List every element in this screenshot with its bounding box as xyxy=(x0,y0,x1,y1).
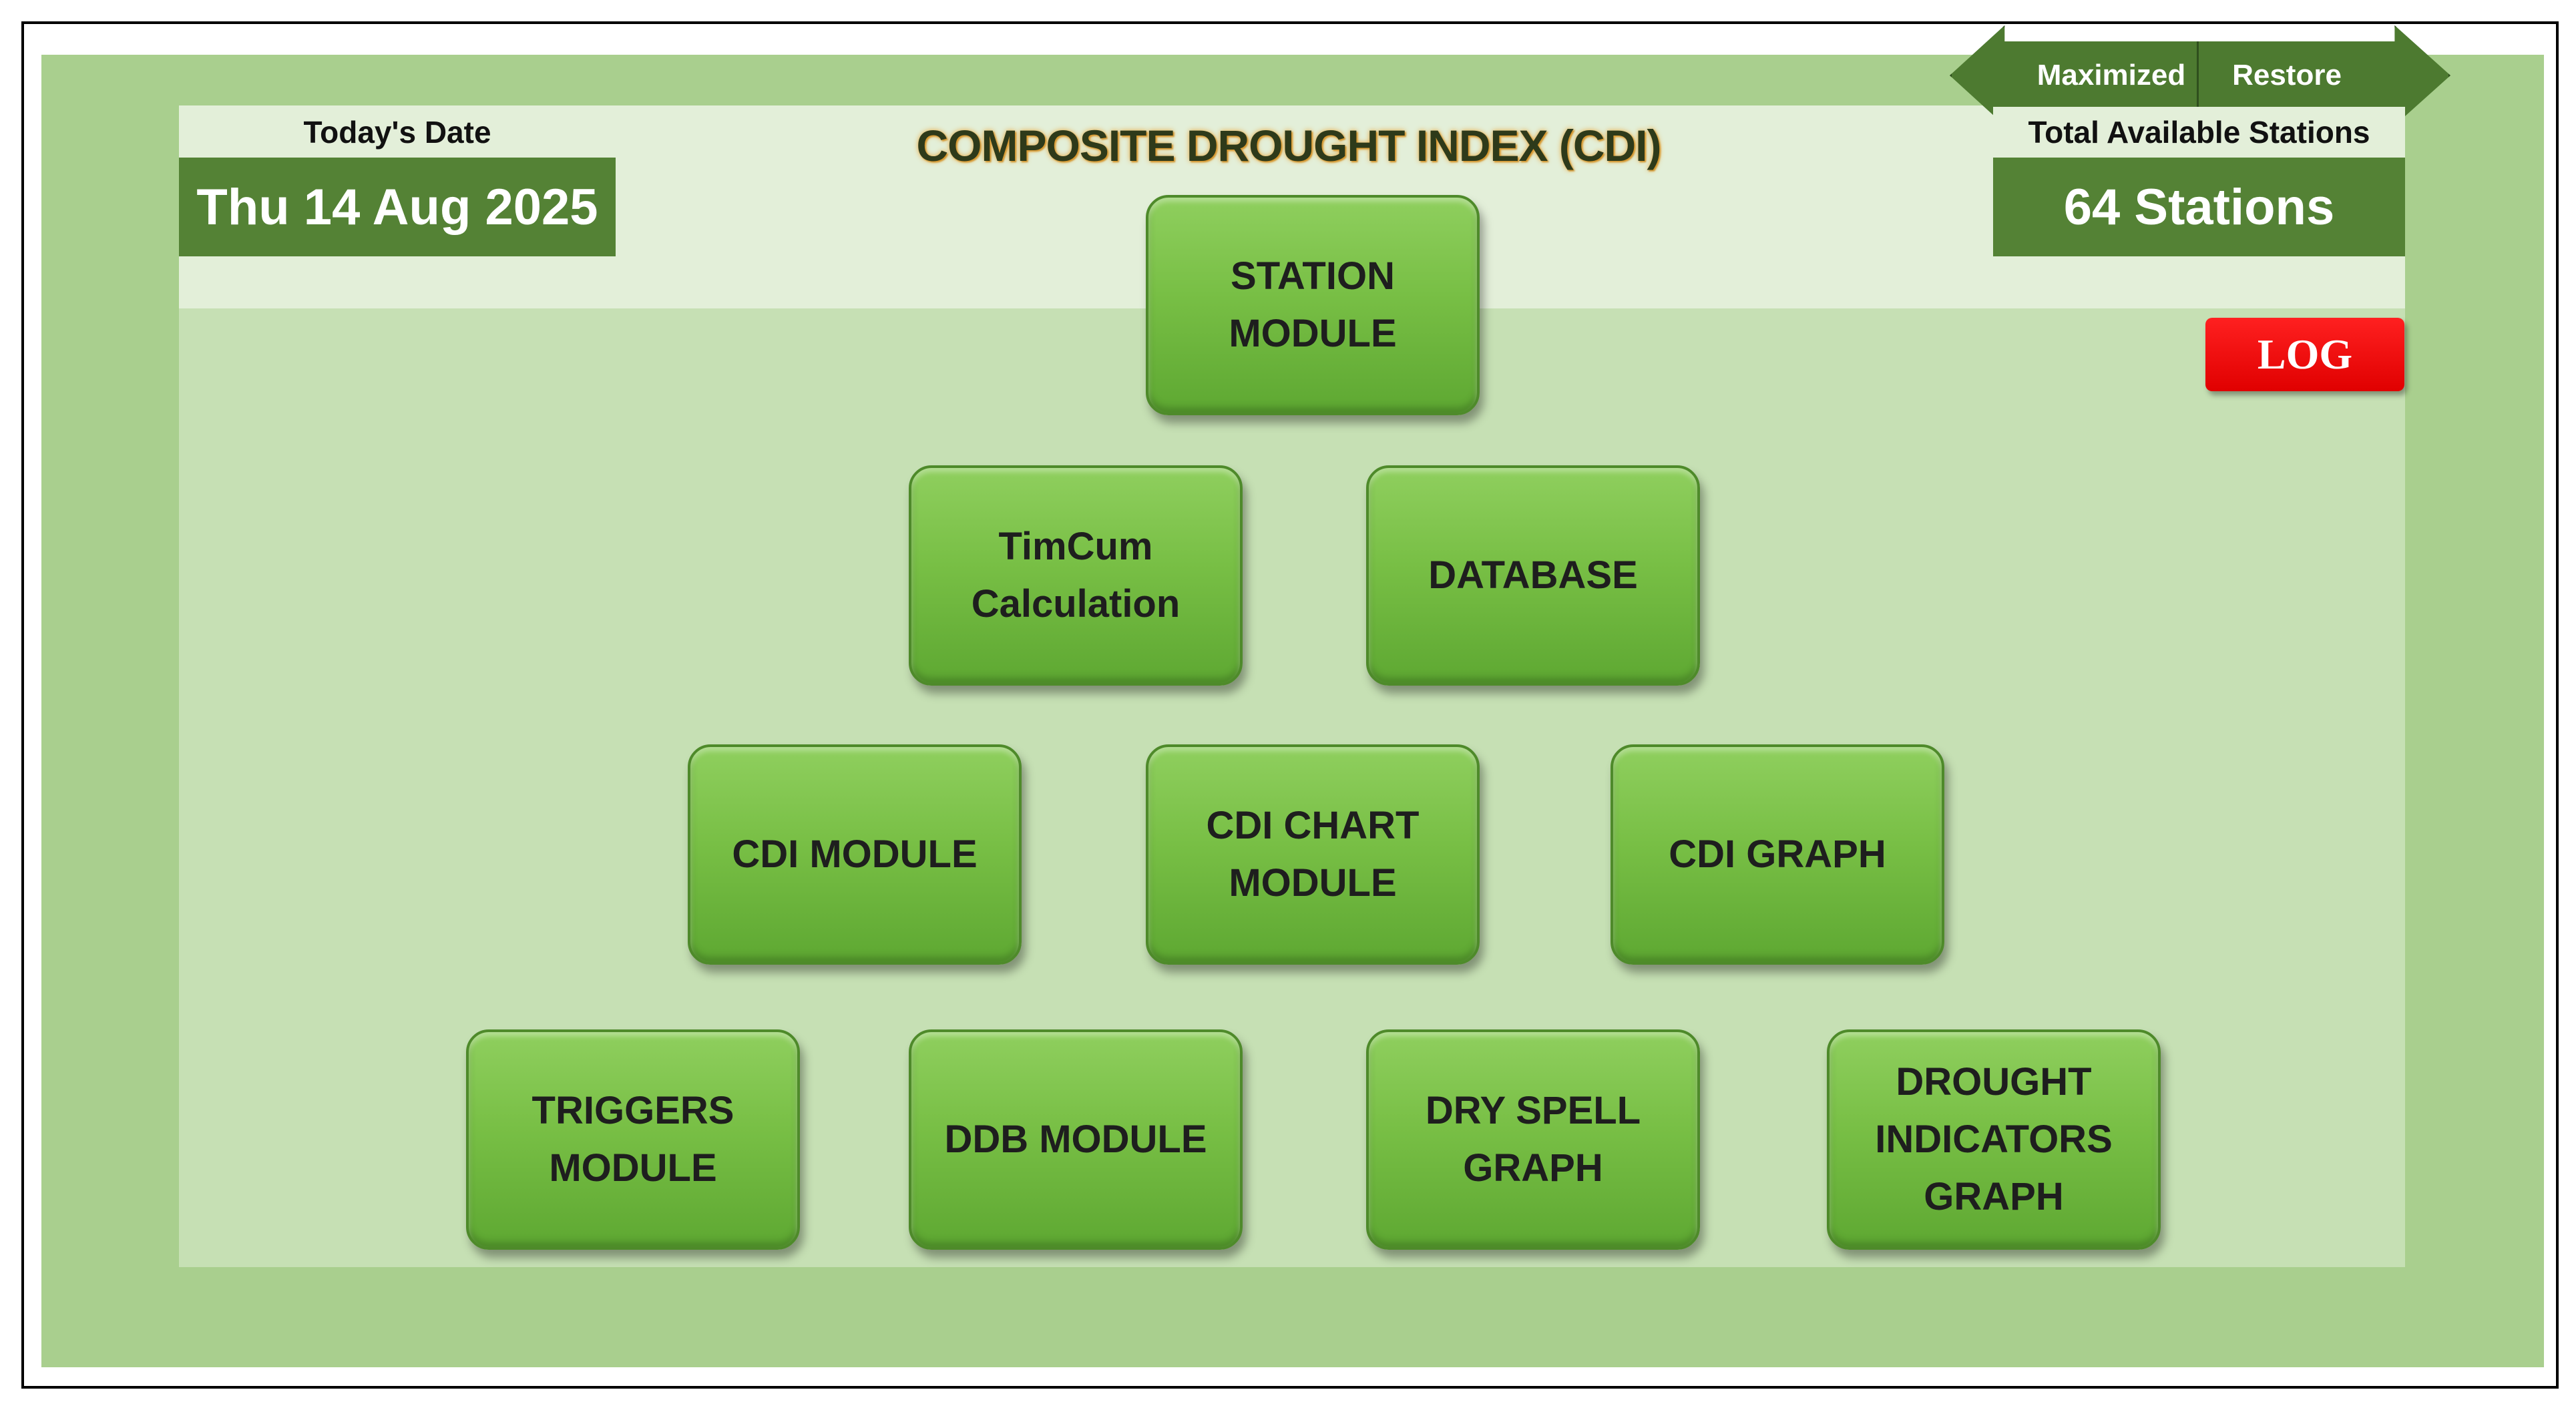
maximized-label: Maximized xyxy=(2036,59,2186,91)
cdi-module-button[interactable]: CDI MODULE xyxy=(688,744,1022,965)
database-button[interactable]: DATABASE xyxy=(1366,465,1700,686)
station-module-button[interactable]: STATION MODULE xyxy=(1146,195,1480,415)
page-title: COMPOSITE DROUGHT INDEX (CDI) xyxy=(916,121,1661,170)
todays-date-label: Today's Date xyxy=(179,107,616,158)
log-button[interactable]: LOG xyxy=(2205,318,2404,391)
drought-indicators-graph-button[interactable]: DROUGHT INDICATORS GRAPH xyxy=(1827,1029,2161,1250)
dry-spell-graph-button[interactable]: DRY SPELL GRAPH xyxy=(1366,1029,1700,1250)
restore-label: Restore xyxy=(2232,59,2342,91)
timcum-calculation-button[interactable]: TimCum Calculation xyxy=(909,465,1243,686)
stations-count: 64 Stations xyxy=(1993,158,2405,256)
triggers-module-button[interactable]: TRIGGERS MODULE xyxy=(466,1029,800,1250)
ddb-module-button[interactable]: DDB MODULE xyxy=(909,1029,1243,1250)
todays-date-value: Thu 14 Aug 2025 xyxy=(179,158,616,256)
stations-label: Total Available Stations xyxy=(1993,107,2405,158)
cdi-graph-button[interactable]: CDI GRAPH xyxy=(1611,744,1944,965)
cdi-chart-module-button[interactable]: CDI CHART MODULE xyxy=(1146,744,1480,965)
